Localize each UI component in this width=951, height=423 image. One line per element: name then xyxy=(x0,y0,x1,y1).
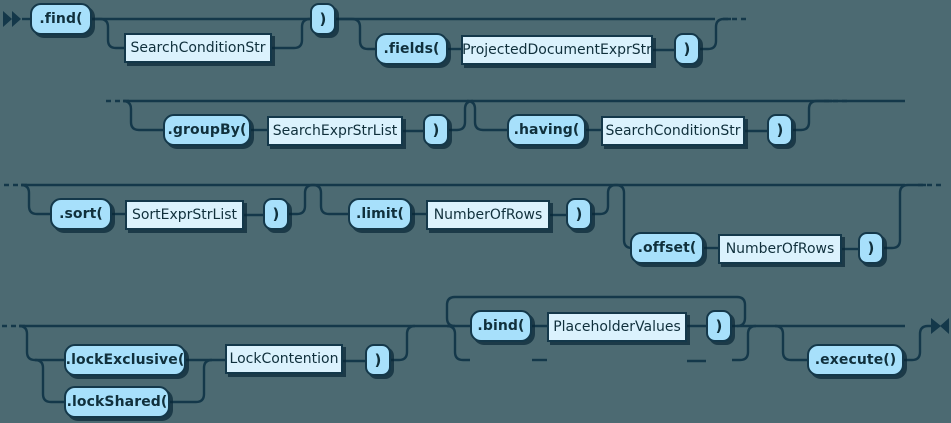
terminal-close-paren-9[interactable]: ) xyxy=(365,344,391,376)
terminal-close-paren-6[interactable]: ) xyxy=(566,198,592,230)
nonterminal-lock-contention[interactable]: LockContention xyxy=(225,344,343,374)
terminal-bind[interactable]: .bind( xyxy=(470,310,532,342)
terminal-offset[interactable]: .offset( xyxy=(630,232,704,264)
terminal-find[interactable]: .find( xyxy=(30,3,92,35)
terminal-sort[interactable]: .sort( xyxy=(50,198,112,230)
nonterminal-number-of-rows-2[interactable]: NumberOfRows xyxy=(718,234,842,264)
terminal-close-paren-2[interactable]: ) xyxy=(674,33,700,65)
terminal-execute[interactable]: .execute() xyxy=(807,344,904,376)
terminal-fields[interactable]: .fields( xyxy=(375,33,448,65)
start-marker xyxy=(3,11,21,27)
end-marker xyxy=(931,318,949,334)
nonterminal-search-condition-str-1[interactable]: SearchConditionStr xyxy=(124,33,272,63)
terminal-group-by[interactable]: .groupBy( xyxy=(163,114,251,146)
terminal-having[interactable]: .having( xyxy=(507,114,586,146)
terminal-lock-shared[interactable]: .lockShared( xyxy=(64,386,170,418)
nonterminal-sort-expr-str-list[interactable]: SortExprStrList xyxy=(125,200,244,230)
terminal-limit[interactable]: .limit( xyxy=(348,198,412,230)
nonterminal-search-condition-str-2[interactable]: SearchConditionStr xyxy=(601,116,745,146)
terminal-close-paren-5[interactable]: ) xyxy=(263,198,289,230)
terminal-close-paren-4[interactable]: ) xyxy=(767,114,793,146)
nonterminal-search-expr-str-list[interactable]: SearchExprStrList xyxy=(267,116,403,146)
nonterminal-projected-document-expr-str[interactable]: ProjectedDocumentExprStr xyxy=(461,35,653,65)
nonterminal-placeholder-values[interactable]: PlaceholderValues xyxy=(547,312,687,342)
terminal-close-paren-3[interactable]: ) xyxy=(423,114,449,146)
terminal-lock-exclusive[interactable]: .lockExclusive( xyxy=(64,344,186,376)
terminal-close-paren-7[interactable]: ) xyxy=(858,232,884,264)
terminal-close-paren-8[interactable]: ) xyxy=(706,310,732,342)
terminal-close-paren-1[interactable]: ) xyxy=(310,3,336,35)
nonterminal-number-of-rows-1[interactable]: NumberOfRows xyxy=(426,200,550,230)
